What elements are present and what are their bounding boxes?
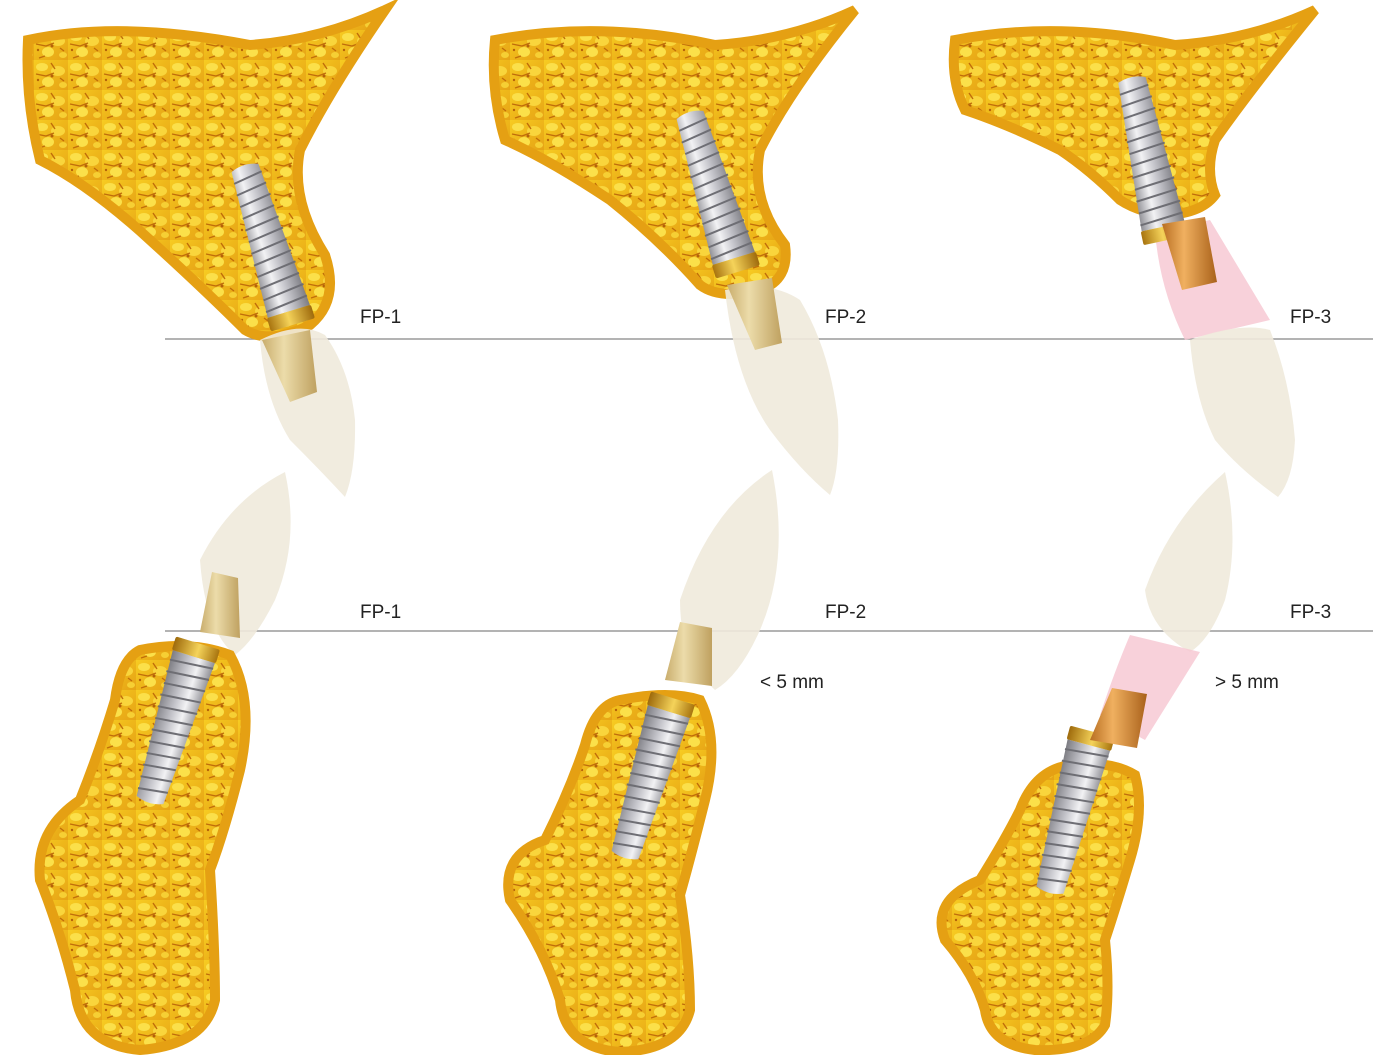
crown-graphic — [1190, 328, 1295, 497]
label-top-fp1: FP-1 — [360, 307, 401, 328]
label-bottom-fp2: FP-2 — [825, 602, 866, 623]
label-bottom-fp1: FP-1 — [360, 602, 401, 623]
label-top-fp3: FP-3 — [1290, 307, 1331, 328]
bone-graphic — [494, 10, 855, 294]
label-gap-more-than-5mm: > 5 mm — [1215, 672, 1279, 693]
crown-graphic — [1145, 472, 1233, 652]
label-gap-less-than-5mm: < 5 mm — [760, 672, 824, 693]
bone-graphic — [28, 10, 386, 336]
fp3-maxillary-group — [954, 10, 1315, 497]
abutment-graphic — [1090, 688, 1147, 748]
fp1-maxillary-group — [28, 10, 386, 497]
label-top-fp2: FP-2 — [825, 307, 866, 328]
bone-graphic — [40, 646, 246, 1050]
fp2-mandibular-group — [508, 470, 779, 1052]
bone-graphic — [942, 764, 1139, 1050]
fp3-mandibular-group — [942, 472, 1233, 1050]
label-bottom-fp3: FP-3 — [1290, 602, 1331, 623]
bone-graphic — [508, 695, 711, 1052]
fp1-mandibular-group — [40, 472, 291, 1050]
fp2-maxillary-group — [494, 10, 855, 495]
